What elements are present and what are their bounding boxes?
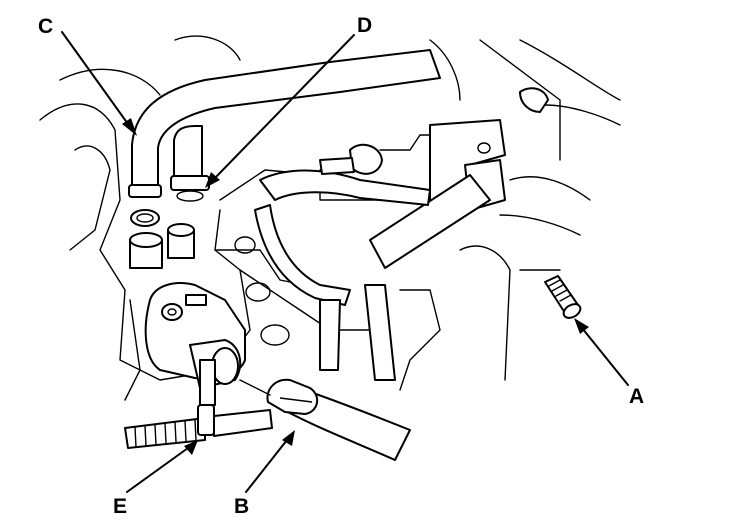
leader-lines xyxy=(61,31,629,493)
hose-d xyxy=(167,125,210,259)
arrow-d-icon xyxy=(205,172,220,188)
bolt-a xyxy=(544,275,582,319)
callout-d: D xyxy=(357,14,373,37)
thermostat-housing xyxy=(144,282,246,406)
hose-c xyxy=(128,49,441,269)
arrow-b-icon xyxy=(282,430,295,446)
callout-c: C xyxy=(38,15,54,38)
hose-b xyxy=(239,378,411,461)
hose-bracket xyxy=(254,87,549,381)
engine-block xyxy=(39,35,621,401)
callout-b: B xyxy=(234,495,250,518)
callout-e: E xyxy=(113,495,128,518)
arrow-c-icon xyxy=(122,118,137,136)
hose-e xyxy=(124,404,273,449)
arrow-a-icon xyxy=(574,318,589,334)
arrow-e-icon xyxy=(184,440,198,455)
callout-a: A xyxy=(629,385,645,408)
